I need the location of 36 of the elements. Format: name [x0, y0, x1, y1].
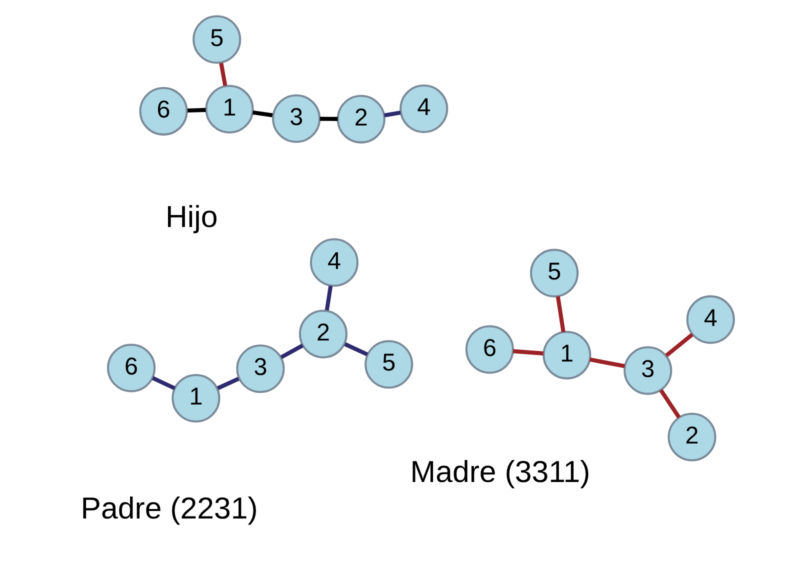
- node-circle: 1: [542, 330, 592, 380]
- label: Hijo: [165, 200, 218, 234]
- node-circle: 5: [192, 15, 242, 64]
- connector: [556, 296, 566, 332]
- node-circle: 6: [107, 344, 156, 392]
- connector: [219, 62, 228, 86]
- connector: [324, 286, 333, 311]
- node-circle: 4: [400, 84, 448, 134]
- node-circle: 1: [205, 84, 254, 134]
- connector: [384, 110, 401, 118]
- connector: [320, 116, 338, 121]
- node-circle: 6: [139, 87, 188, 136]
- node-circle: 3: [236, 344, 285, 394]
- connector: [280, 344, 304, 360]
- connector: [512, 349, 544, 356]
- node-circle: 1: [172, 374, 220, 423]
- node-circle: 5: [364, 340, 414, 389]
- connector: [187, 108, 206, 113]
- label: Madre (3311): [410, 456, 590, 489]
- connector: [152, 376, 176, 390]
- connector: [659, 389, 681, 419]
- label: Padre (2231): [80, 492, 258, 526]
- connector: [344, 342, 368, 356]
- connector: [665, 333, 694, 358]
- node-circle: 6: [465, 325, 514, 374]
- connector: [252, 110, 273, 118]
- node-circle: 4: [686, 295, 735, 344]
- node-circle: 5: [530, 248, 579, 298]
- connector: [590, 358, 625, 368]
- connector: [216, 376, 240, 390]
- node-circle: 2: [298, 310, 348, 358]
- node-circle: 4: [310, 238, 359, 287]
- node-circle: 2: [668, 412, 716, 462]
- node-circle: 3: [624, 346, 672, 395]
- node-circle: 2: [336, 94, 386, 144]
- node-circle: 3: [272, 94, 321, 143]
